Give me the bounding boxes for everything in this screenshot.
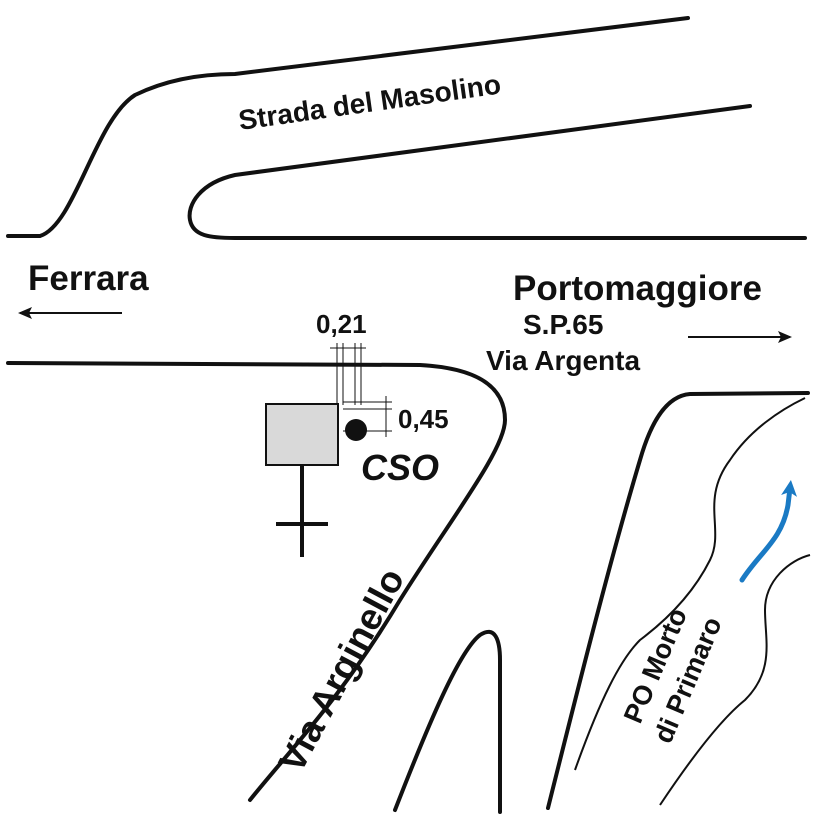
river-bank-left <box>574 397 806 771</box>
label-portomaggiore: Portomaggiore <box>513 269 762 308</box>
label-via-argenta: Via Argenta <box>486 345 640 376</box>
cross-icon <box>276 466 328 557</box>
label-ferrara: Ferrara <box>28 259 149 298</box>
dimension-021-lines <box>330 343 366 405</box>
flow-direction-arrow-icon <box>739 480 798 583</box>
river-road-edge <box>546 391 810 810</box>
label-dimension-021: 0,21 <box>316 309 367 339</box>
label-via-arginello: Via Arginello <box>271 562 412 779</box>
label-sp65: S.P.65 <box>523 309 603 340</box>
strada-masolino-upper-edge <box>6 16 690 238</box>
via-arginello-left-edge <box>280 365 305 380</box>
river-bank-right <box>659 554 811 806</box>
label-dimension-045: 0,45 <box>398 404 449 434</box>
filled-circle-icon <box>345 419 367 441</box>
via-argenta-lower-edge <box>6 361 508 802</box>
label-cso: CSO <box>361 447 439 488</box>
building <box>265 403 339 466</box>
label-strada-del-masolino: Strada del Masolino <box>237 68 503 136</box>
strada-masolino-lower-edge <box>187 104 807 240</box>
via-arginello-fork-edge <box>393 629 503 814</box>
